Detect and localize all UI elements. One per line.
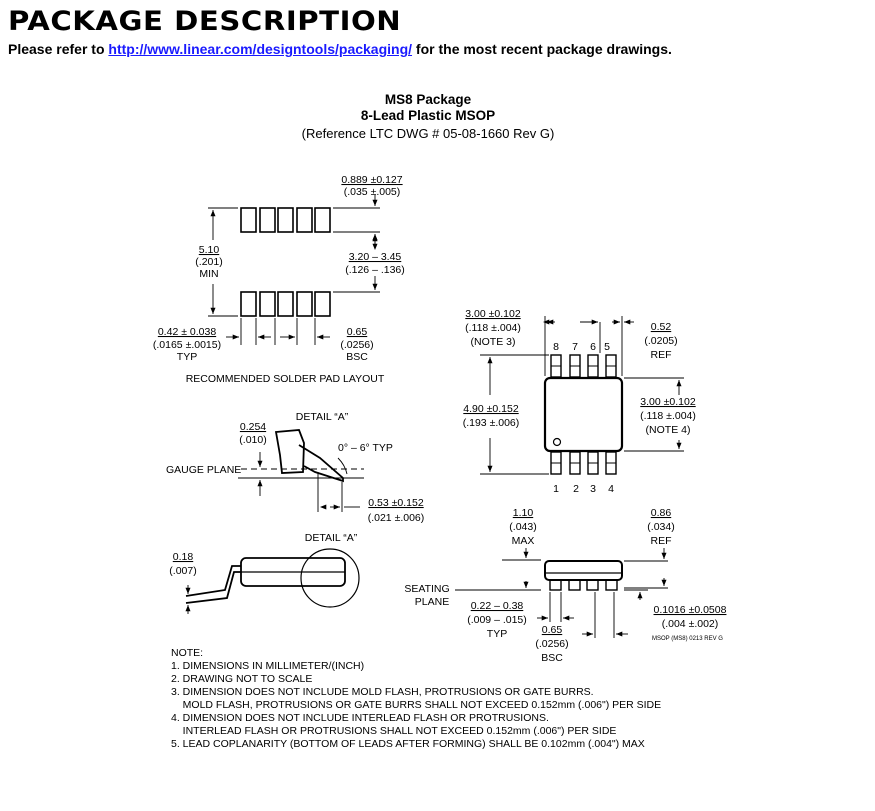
pad-length-mm: 0.889 ±0.127 (341, 174, 402, 186)
pad (259, 291, 276, 317)
note-item: 5. LEAD COPLANARITY (BOTTOM OF LEADS AFT… (171, 738, 645, 750)
front-pitch-in: (.0256) (535, 638, 568, 650)
standoff-in: (.004 ±.002) (662, 618, 719, 630)
foot-length-mm: 0.53 ±0.152 (368, 497, 424, 509)
front-pitch-qual: BSC (541, 652, 563, 664)
body-height-in: (.034) (647, 521, 674, 533)
pin-5: 5 (604, 341, 610, 353)
body-height-mm: 0.86 (651, 507, 672, 519)
pad-pitch-mm: 0.65 (347, 326, 368, 338)
foot-length-in: (.021 ±.006) (368, 512, 425, 524)
refer-line: Please refer to http://www.linear.com/de… (8, 41, 672, 57)
solder-pad-dimension-lines (208, 195, 380, 345)
pad (240, 291, 257, 317)
page-title: PACKAGE DESCRIPTION (8, 6, 402, 37)
drawing-code: MSOP (MS8) 0213 REV G (652, 636, 723, 642)
side-detail-a-label: DETAIL “A” (305, 532, 358, 544)
top-lead-width-qual: REF (651, 349, 672, 361)
note-item: INTERLEAD FLASH OR PROTRUSIONS SHALL NOT… (171, 725, 617, 737)
pad (296, 291, 313, 317)
body-width-note: (NOTE 3) (471, 336, 516, 348)
package-type: 8-Lead Plastic MSOP (361, 108, 495, 123)
front-view-drawing (455, 548, 668, 638)
inner-span-in: (.126 – .136) (345, 264, 405, 276)
gauge-height-in: (.010) (239, 434, 266, 446)
total-length-in: (.193 ±.006) (463, 417, 520, 429)
refer-prefix: Please refer to (8, 41, 105, 57)
lead-width-mm: 0.22 – 0.38 (471, 600, 524, 612)
pad (277, 207, 294, 233)
lead-width-qual: TYP (487, 628, 507, 640)
solder-pad-caption: RECOMMENDED SOLDER PAD LAYOUT (186, 373, 385, 385)
body-width-mm: 3.00 ±0.102 (465, 308, 521, 320)
pin-8: 8 (553, 341, 559, 353)
package-reference: (Reference LTC DWG # 05-08-1660 Rev G) (302, 126, 555, 141)
total-width-mm: 5.10 (199, 244, 220, 256)
pad (314, 207, 331, 233)
pin-1: 1 (553, 483, 559, 495)
lead-width-in: (.009 – .015) (467, 614, 527, 626)
pad-length-in: (.035 ±.005) (344, 186, 401, 198)
seating-plane-2: PLANE (415, 596, 449, 608)
height-mm: 1.10 (513, 507, 534, 519)
note-item: 3. DIMENSION DOES NOT INCLUDE MOLD FLASH… (171, 686, 594, 698)
total-length-mm: 4.90 ±0.152 (463, 403, 519, 415)
top-view-drawing (480, 316, 684, 475)
lead-thickness-mm: 0.18 (173, 551, 194, 563)
lead-angle: 0° – 6° TYP (338, 442, 393, 454)
note-item: 4. DIMENSION DOES NOT INCLUDE INTERLEAD … (171, 712, 549, 724)
gauge-height-mm: 0.254 (240, 421, 266, 433)
note-item: 2. DRAWING NOT TO SCALE (171, 673, 313, 685)
seating-plane-1: SEATING (404, 583, 449, 595)
solder-pad-layout (240, 207, 331, 317)
notes-heading: NOTE: (171, 647, 204, 659)
body-length-note: (NOTE 4) (646, 424, 691, 436)
lead-thickness-in: (.007) (169, 565, 196, 577)
total-width-in: (.201) (195, 256, 222, 268)
detail-a-drawing (238, 429, 364, 512)
pin-4: 4 (608, 483, 614, 495)
pad-pitch-qual: BSC (346, 351, 368, 363)
pad (259, 207, 276, 233)
pad-width-qual: TYP (177, 351, 197, 363)
pin-7: 7 (572, 341, 578, 353)
front-pitch-mm: 0.65 (542, 624, 563, 636)
pin-3: 3 (590, 483, 596, 495)
height-in: (.043) (509, 521, 536, 533)
body-width-in: (.118 ±.004) (465, 322, 521, 334)
pad-width-mm: 0.42 ± 0.038 (158, 326, 216, 338)
pad-pitch-in: (.0256) (340, 339, 373, 351)
note-item: 1. DIMENSIONS IN MILLIMETER/(INCH) (171, 660, 365, 672)
body-length-mm: 3.00 ±0.102 (640, 396, 696, 408)
notes: NOTE: 1. DIMENSIONS IN MILLIMETER/(INCH)… (171, 647, 661, 751)
note-item: MOLD FLASH, PROTRUSIONS OR GATE BURRS SH… (171, 699, 662, 711)
standoff-mm: 0.1016 ±0.0508 (654, 604, 727, 616)
pin-2: 2 (573, 483, 579, 495)
body-height-qual: REF (651, 535, 672, 547)
pad (314, 291, 331, 317)
body-length-in: (.118 ±.004) (640, 410, 696, 422)
side-view-drawing (185, 548, 360, 614)
total-width-qual: MIN (199, 268, 218, 280)
pad (277, 291, 294, 317)
pin-6: 6 (590, 341, 596, 353)
pad (240, 207, 257, 233)
inner-span-mm: 3.20 – 3.45 (349, 251, 402, 263)
gauge-plane-label: GAUGE PLANE (166, 464, 241, 476)
top-lead-width-mm: 0.52 (651, 321, 672, 333)
package-name: MS8 Package (385, 92, 472, 107)
pad (296, 207, 313, 233)
refer-suffix: for the most recent package drawings. (415, 41, 672, 57)
packaging-link[interactable]: http://www.linear.com/designtools/packag… (108, 41, 413, 57)
height-qual: MAX (512, 535, 535, 547)
detail-a-label: DETAIL “A” (296, 411, 349, 423)
top-lead-width-in: (.0205) (644, 335, 677, 347)
pad-width-in: (.0165 ±.0015) (153, 339, 221, 351)
